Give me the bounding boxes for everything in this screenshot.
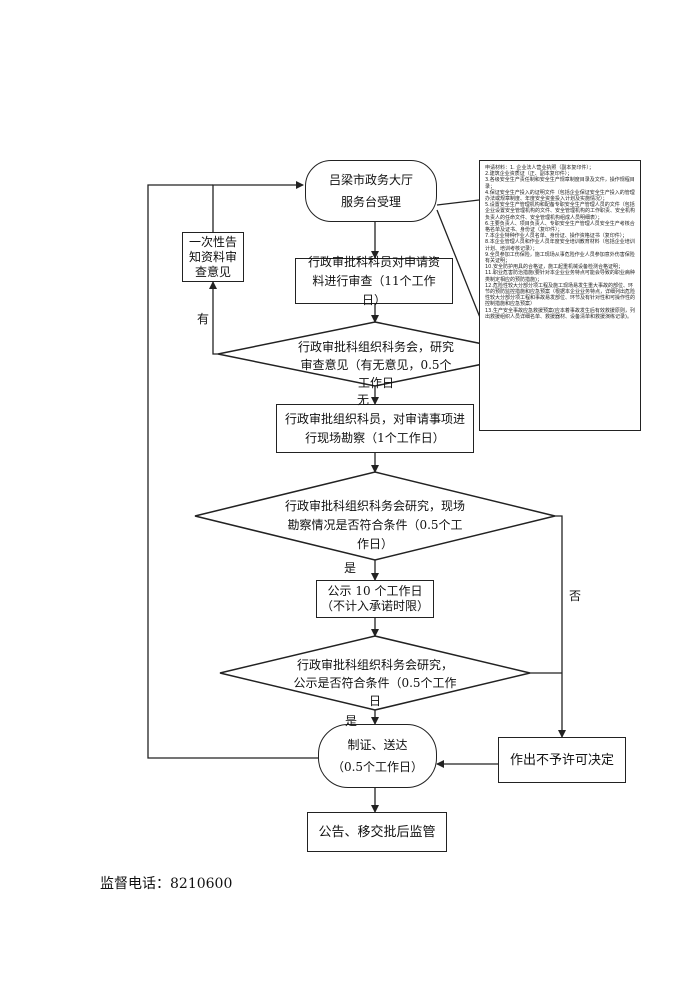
material-item: 6.主要负责人、项目负责人、专职安全生产管理人员安全生产考核合格名单及证书、身份…: [485, 220, 635, 234]
node-hall-acceptance: 吕梁市政务大厅服务台受理: [305, 160, 437, 222]
edge-label-none: 无: [357, 393, 370, 407]
decision-meeting3: [219, 635, 531, 711]
node-announce-supervision: 公告、移交批后监管: [307, 812, 447, 852]
meeting3-label: 行政审批科组织科务会研究，公示是否符合条件（0.5个工作日: [293, 658, 457, 708]
material-item: 4.保证安全生产投入的证明文件（包括企业保证安全生产投入的管理办法或规章制度、年…: [485, 189, 635, 203]
node-issue-deliver: 制证、送达 （0.5个工作日）: [318, 724, 437, 788]
edge-label-yes-1: 是: [344, 561, 357, 575]
material-item: 3.各级安全生产责任制和安全生产规章制度目录及文件，操作规程目录；: [485, 177, 635, 190]
material-item: 7.本企业特种作业人员名单、身份证、操作资格证书（复印件）；: [485, 233, 628, 240]
node-publicity: 公示 10 个工作日 （不计入承诺时限）: [316, 580, 434, 618]
material-item: 11.职业危害防治措施(要针对本企业业务特点可能会导致的职业病种类制定相应的预防…: [485, 270, 635, 283]
arrow-meeting2-to-deny: [555, 515, 566, 738]
meeting1-label: 行政审批科组织科务会，研究审查意见（有无意见，0.5个工作日: [297, 340, 454, 390]
edge-label-no: 否: [569, 589, 582, 603]
material-item: 2.建筑企业资质证（正、副本复印件）；: [485, 171, 573, 178]
node-hall-text: 吕梁市政务大厅服务台受理: [328, 173, 413, 209]
decision-meeting2: [194, 471, 556, 561]
node-notify-text: 一次性告知资料审查意见: [188, 234, 237, 279]
arrow-notify-to-hall: [212, 181, 304, 232]
material-item: 12.危险性较大分部分项工程及施工现场易发生重大事故的部位、环节的预防监控措施和…: [485, 282, 636, 308]
node-document-review: 行政审批科科员对申请资料进行审查（11个工作日）: [295, 255, 453, 307]
supervision-phone: 监督电话：8210600: [100, 873, 232, 893]
node-announce-text: 公告、移交批后监管: [318, 824, 436, 840]
connector-issue-loop-to-hall: [147, 184, 318, 759]
publicity-line2: （不计入承诺时限）: [320, 599, 429, 613]
arrow-meeting1-to-notify: [209, 281, 218, 355]
material-item: 8.本企业管理人员和作业人员年度安全培训教育材料（包括企业培训计划、培训考核记录…: [485, 239, 635, 252]
meeting2-label: 行政审批科组织科务会研究，现场勘察情况是否符合条件（0.5个工作日）: [284, 499, 465, 551]
edge-label-has: 有: [197, 312, 210, 326]
node-deny-text: 作出不予许可决定: [509, 752, 614, 768]
material-item: 13.生产安全事故应急救援预案(应本着事故发生后有效救援原则，列出救援组织人员详…: [485, 307, 635, 320]
materials-callout-upper: [436, 199, 480, 206]
publicity-line1: 公示 10 个工作日: [327, 584, 423, 598]
node-inspect-text: 行政审批组织科员，对审请事项进行现场勘察（1个工作日）: [285, 411, 466, 445]
node-one-time-notice: 一次性告知资料审查意见: [182, 232, 244, 282]
node-site-inspection: 行政审批组织科员，对审请事项进行现场勘察（1个工作日）: [276, 404, 474, 453]
issue-line1: 制证、送达: [347, 738, 408, 752]
node-deny-decision: 作出不予许可决定: [498, 737, 626, 783]
edge-label-yes-2: 是: [345, 714, 358, 728]
node-review-text: 行政审批科科员对申请资料进行审查（11个工作日）: [307, 254, 440, 307]
material-item: 申请材料：1. 企业法人营业执照（副本复印件）；: [485, 165, 594, 171]
material-item: 10.安全防护用具的合格证，施工起重机械设备检测合格证明；: [485, 264, 623, 271]
supervision-phone-number: 8210600: [170, 876, 233, 892]
material-item: 9.全员参加工伤保险，施工现场从事危险作业人员参加意外伤害保险有关证明；: [485, 251, 635, 265]
supervision-phone-label: 监督电话：: [100, 876, 170, 892]
material-item: 5.设置安全生产管理机构和配备专职安全生产管理人员的文件（包括企业设置安全管理机…: [485, 202, 636, 221]
application-materials-list: 申请材料：1. 企业法人营业执照（副本复印件）； 2.建筑企业资质证（正、副本复…: [479, 160, 641, 431]
issue-line2: （0.5个工作日）: [331, 760, 424, 774]
